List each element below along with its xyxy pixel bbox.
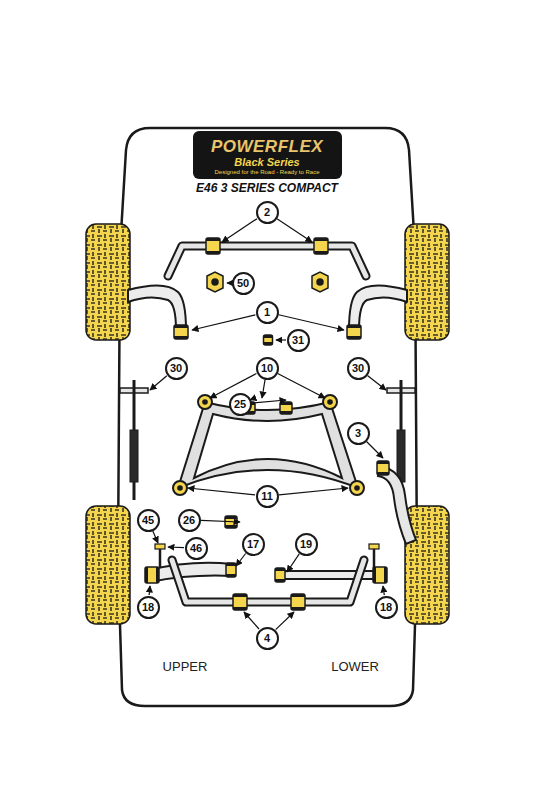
callout-circle: 30 bbox=[347, 357, 370, 380]
nuts bbox=[207, 272, 328, 292]
callout-number: 25 bbox=[234, 399, 246, 410]
leader-line bbox=[279, 488, 348, 495]
callout-circle: 26 bbox=[178, 509, 201, 532]
bushings bbox=[145, 238, 389, 610]
bushing bbox=[226, 563, 236, 577]
rear-subframe bbox=[178, 402, 358, 488]
callout-circle: 45 bbox=[137, 509, 160, 532]
callout-number: 3 bbox=[355, 428, 361, 439]
callout-circle: 50 bbox=[232, 272, 255, 295]
brand-tagline: Designed for the Road - Ready to Race bbox=[214, 169, 319, 175]
callout-number: 19 bbox=[300, 539, 312, 550]
section-label: LOWER bbox=[331, 660, 379, 673]
callout-circle: 4 bbox=[256, 627, 279, 650]
callout-circle: 11 bbox=[256, 485, 279, 508]
leader-line bbox=[366, 441, 383, 458]
bushing bbox=[280, 402, 292, 414]
bushing bbox=[377, 461, 389, 475]
leader-line bbox=[277, 219, 312, 242]
callout-number: 45 bbox=[142, 515, 154, 526]
callout-circle: 30 bbox=[165, 357, 188, 380]
bushing bbox=[198, 395, 212, 409]
callout-number: 31 bbox=[292, 335, 304, 346]
bushing bbox=[145, 567, 159, 583]
leader-line bbox=[276, 339, 286, 340]
leader-lines bbox=[149, 219, 386, 630]
leader-line bbox=[222, 219, 257, 242]
leader-line bbox=[153, 531, 158, 543]
leader-line bbox=[227, 282, 231, 283]
bushing bbox=[347, 325, 361, 339]
leader-line bbox=[244, 612, 259, 629]
leader-line bbox=[201, 520, 240, 522]
leader-line bbox=[192, 315, 255, 330]
callout-circle: 19 bbox=[295, 533, 318, 556]
bushing bbox=[373, 567, 387, 583]
callout-number: 30 bbox=[352, 363, 364, 374]
car-body-outline bbox=[118, 128, 417, 706]
callout-circle: 18 bbox=[137, 596, 160, 619]
leader-line bbox=[150, 376, 167, 390]
brand-series: Black Series bbox=[234, 157, 299, 168]
callout-number: 2 bbox=[264, 207, 270, 218]
model-title: E46 3 SERIES COMPACT bbox=[196, 181, 338, 195]
callout-circle: 2 bbox=[256, 201, 279, 224]
callout-number: 46 bbox=[190, 543, 202, 554]
callout-number: 10 bbox=[261, 363, 273, 374]
leader-line bbox=[367, 375, 386, 390]
rear-anti-roll-bar bbox=[172, 560, 364, 602]
leader-line bbox=[278, 374, 325, 398]
leader-line bbox=[262, 380, 265, 398]
callout-number: 4 bbox=[264, 633, 270, 644]
callout-number: 1 bbox=[264, 307, 270, 318]
callout-number: 17 bbox=[247, 539, 259, 550]
callout-circle: 1 bbox=[256, 301, 279, 324]
leader-line bbox=[188, 488, 255, 495]
wheels bbox=[86, 224, 449, 624]
bushing bbox=[174, 325, 188, 339]
leader-line bbox=[149, 586, 151, 595]
bushing bbox=[275, 568, 285, 582]
bushing bbox=[350, 481, 364, 495]
callout-circle: 17 bbox=[242, 533, 265, 556]
trailing-arm bbox=[378, 466, 416, 544]
leader-line bbox=[168, 546, 184, 548]
struts bbox=[120, 380, 415, 500]
leader-line bbox=[383, 586, 384, 595]
bushing bbox=[233, 594, 247, 610]
bushing bbox=[206, 238, 220, 254]
bushing bbox=[173, 481, 187, 495]
logo-panel bbox=[193, 131, 342, 179]
bushing bbox=[264, 335, 273, 345]
leader-line bbox=[252, 400, 286, 403]
leader-line bbox=[287, 554, 299, 572]
brand-logo: POWERFLEX bbox=[211, 138, 323, 155]
bushing bbox=[314, 238, 328, 254]
section-label: UPPER bbox=[163, 660, 208, 673]
callout-number: 18 bbox=[142, 602, 154, 613]
callout-circle: 10 bbox=[256, 357, 279, 380]
leader-line bbox=[236, 553, 246, 566]
leader-line bbox=[279, 315, 344, 330]
rear-upper-arm bbox=[150, 563, 232, 582]
callout-number: 50 bbox=[237, 278, 249, 289]
front-lower-arms bbox=[128, 285, 407, 330]
front-anti-roll-bar bbox=[168, 246, 366, 276]
bushing bbox=[323, 395, 337, 409]
callout-circle: 3 bbox=[347, 422, 370, 445]
leader-line bbox=[276, 612, 294, 630]
callout-circle: 46 bbox=[185, 537, 208, 560]
callout-number: 11 bbox=[261, 491, 273, 502]
callout-circle: 18 bbox=[375, 596, 398, 619]
bushing bbox=[291, 594, 305, 610]
callout-circle: 31 bbox=[287, 329, 310, 352]
callout-number: 18 bbox=[380, 602, 392, 613]
callout-circle: 25 bbox=[229, 393, 252, 416]
callout-number: 30 bbox=[170, 363, 182, 374]
callout-number: 26 bbox=[183, 515, 195, 526]
